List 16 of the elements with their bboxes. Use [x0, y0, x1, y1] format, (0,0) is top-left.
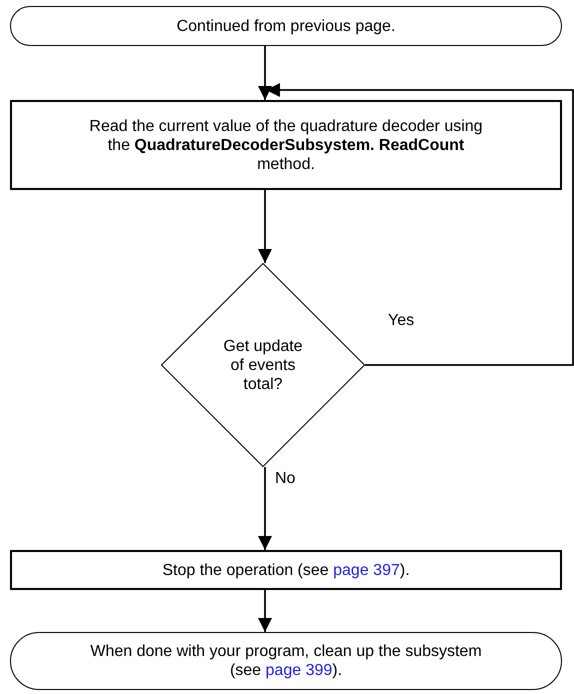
page-link: page 397 [333, 562, 400, 578]
node-text: Continued from previous page. [176, 16, 396, 36]
page-link: page 399 [266, 662, 332, 679]
process-box [10, 550, 562, 590]
terminator-box [10, 6, 562, 46]
process-box [10, 100, 562, 190]
decision-diamond [161, 263, 365, 467]
node-text: Stop the operation (see page 397). [162, 560, 410, 580]
node-text: Get update of events total? [222, 336, 304, 394]
node-text: Read the current value of the quadrature decoder using the QuadratureDecoderSubsystem. ReadCount method. [88, 116, 484, 174]
arrow [258, 46, 272, 100]
arrow [258, 190, 272, 263]
node-text: When done with your program, clean up the subsystem (see page 399). [89, 642, 483, 680]
arrow [258, 590, 272, 632]
arrow [258, 467, 272, 550]
arrow [266, 83, 574, 366]
